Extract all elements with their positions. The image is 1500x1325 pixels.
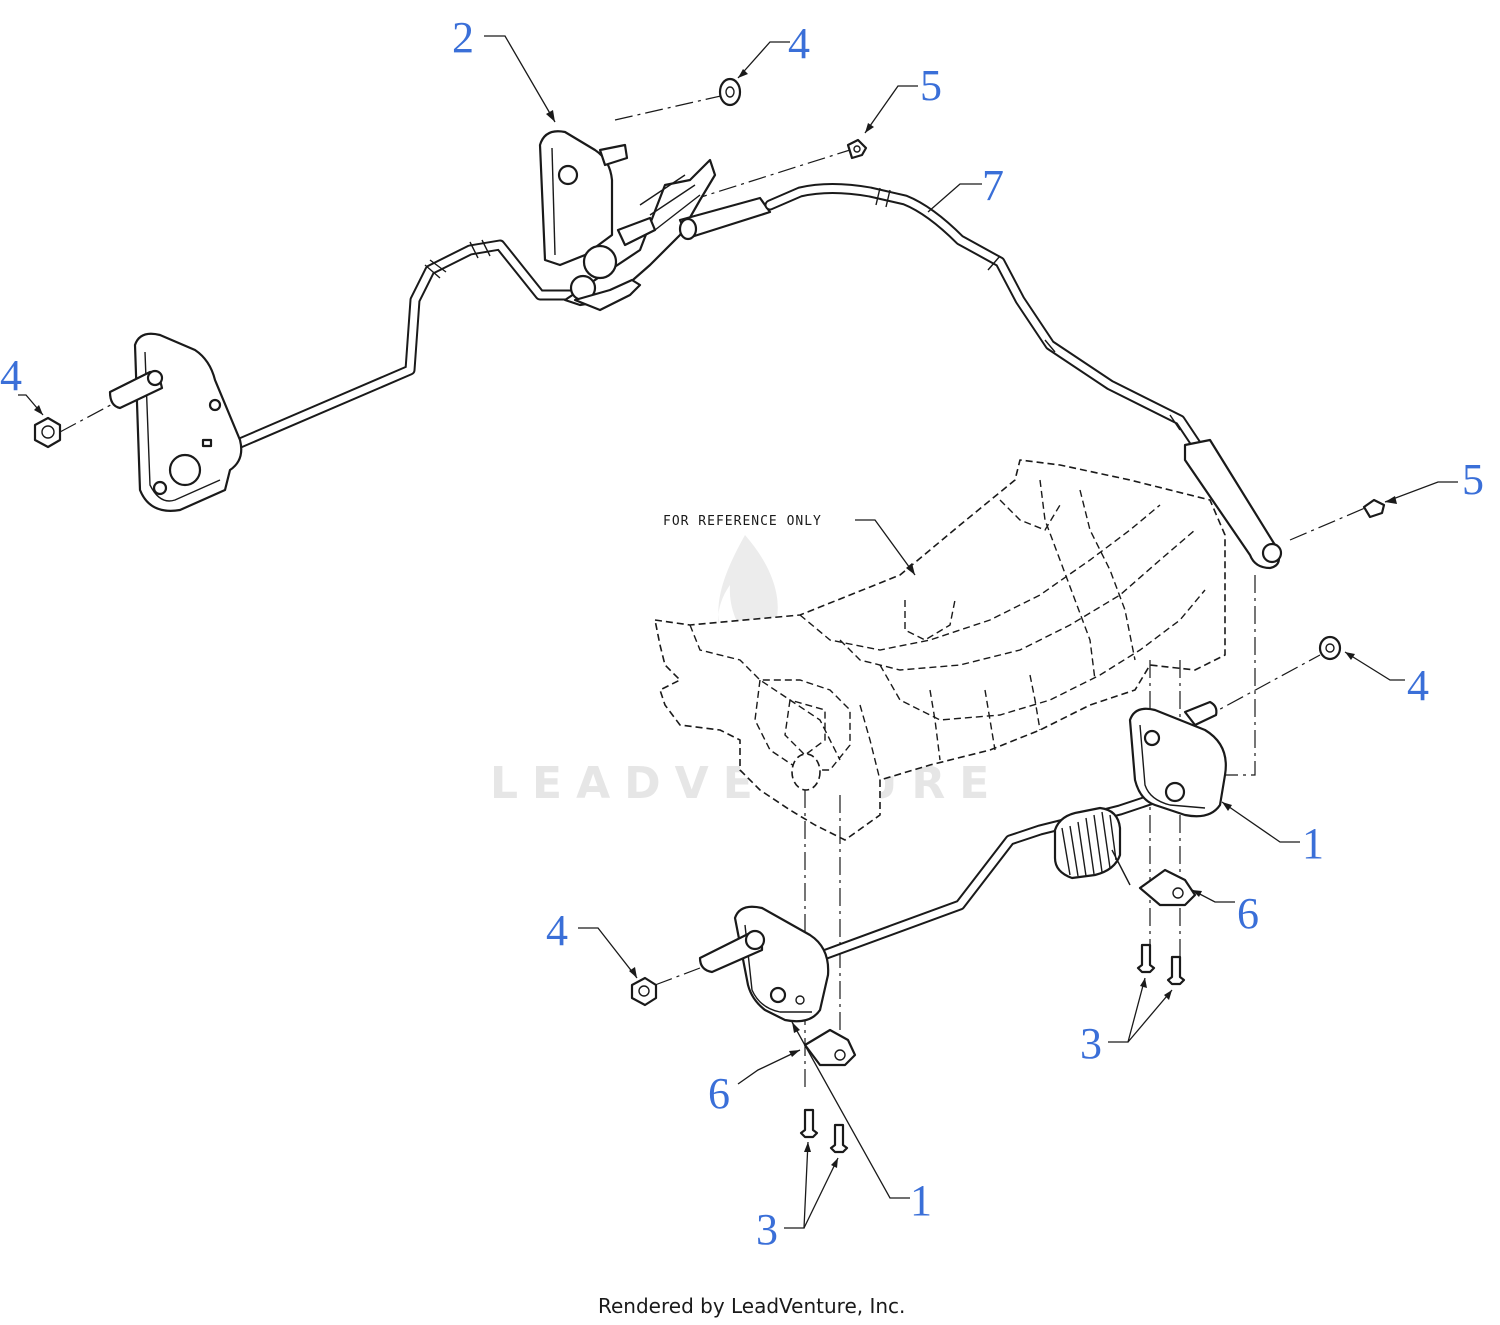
svg-text:4: 4	[0, 351, 22, 400]
svg-text:1: 1	[910, 1176, 932, 1225]
svg-text:2: 2	[452, 13, 474, 62]
right-bolts	[1136, 943, 1186, 986]
callout-6-left[interactable]: 6	[708, 1049, 801, 1118]
top-flange-nut	[718, 77, 742, 107]
right-bearing-clip	[1138, 868, 1197, 907]
svg-text:4: 4	[546, 906, 568, 955]
callout-5-top[interactable]: 5	[864, 61, 942, 134]
svg-text:4: 4	[1407, 661, 1429, 710]
svg-text:6: 6	[1237, 889, 1259, 938]
right-bolt	[1362, 498, 1386, 519]
left-bolts	[799, 1108, 849, 1154]
reference-deck	[654, 459, 1226, 841]
callout-4-lower[interactable]: 4	[546, 906, 638, 979]
torsion-spring	[1053, 806, 1131, 886]
right-lower-flange-nut	[1318, 635, 1342, 661]
footer-credit: Rendered by LeadVenture, Inc.	[598, 1294, 905, 1318]
callout-5-right[interactable]: 5	[1384, 455, 1484, 504]
callout-7[interactable]: 7	[927, 161, 1004, 213]
callout-1-right[interactable]: 1	[1221, 801, 1324, 868]
left-hex-nut	[33, 416, 62, 449]
top-bolt	[846, 138, 868, 160]
callout-3-bottom[interactable]: 3	[756, 1141, 839, 1254]
callouts: 2 4 5 7 4 5 4	[0, 13, 1484, 1254]
link-rod	[678, 183, 1283, 570]
callout-4-right[interactable]: 4	[1344, 651, 1429, 710]
svg-text:6: 6	[708, 1069, 730, 1118]
lift-bracket	[538, 130, 717, 312]
left-bearing-clip	[803, 1028, 857, 1067]
callout-6-right[interactable]: 6	[1191, 889, 1259, 938]
reference-note-text: FOR REFERENCE ONLY	[663, 514, 822, 529]
callout-3-right[interactable]: 3	[1080, 977, 1173, 1068]
callout-2-top[interactable]: 2	[452, 13, 556, 123]
callout-4-left[interactable]: 4	[0, 351, 44, 416]
left-lower-hex-nut	[630, 976, 658, 1007]
svg-text:4: 4	[788, 19, 810, 68]
right-lower-plate	[1128, 700, 1227, 818]
callout-4-top[interactable]: 4	[737, 19, 810, 79]
reference-note: FOR REFERENCE ONLY	[663, 514, 916, 576]
svg-text:5: 5	[920, 61, 942, 110]
svg-text:5: 5	[1462, 455, 1484, 504]
upper-lift-shaft	[234, 239, 576, 449]
lower-lift-shaft	[804, 784, 1186, 966]
left-lower-plate	[698, 905, 830, 1023]
svg-text:1: 1	[1302, 819, 1324, 868]
svg-text:3: 3	[1080, 1019, 1102, 1068]
svg-text:3: 3	[756, 1205, 778, 1254]
callout-1-bottom[interactable]: 1	[791, 1021, 932, 1225]
left-lift-plate	[108, 332, 243, 512]
svg-text:7: 7	[982, 161, 1004, 210]
